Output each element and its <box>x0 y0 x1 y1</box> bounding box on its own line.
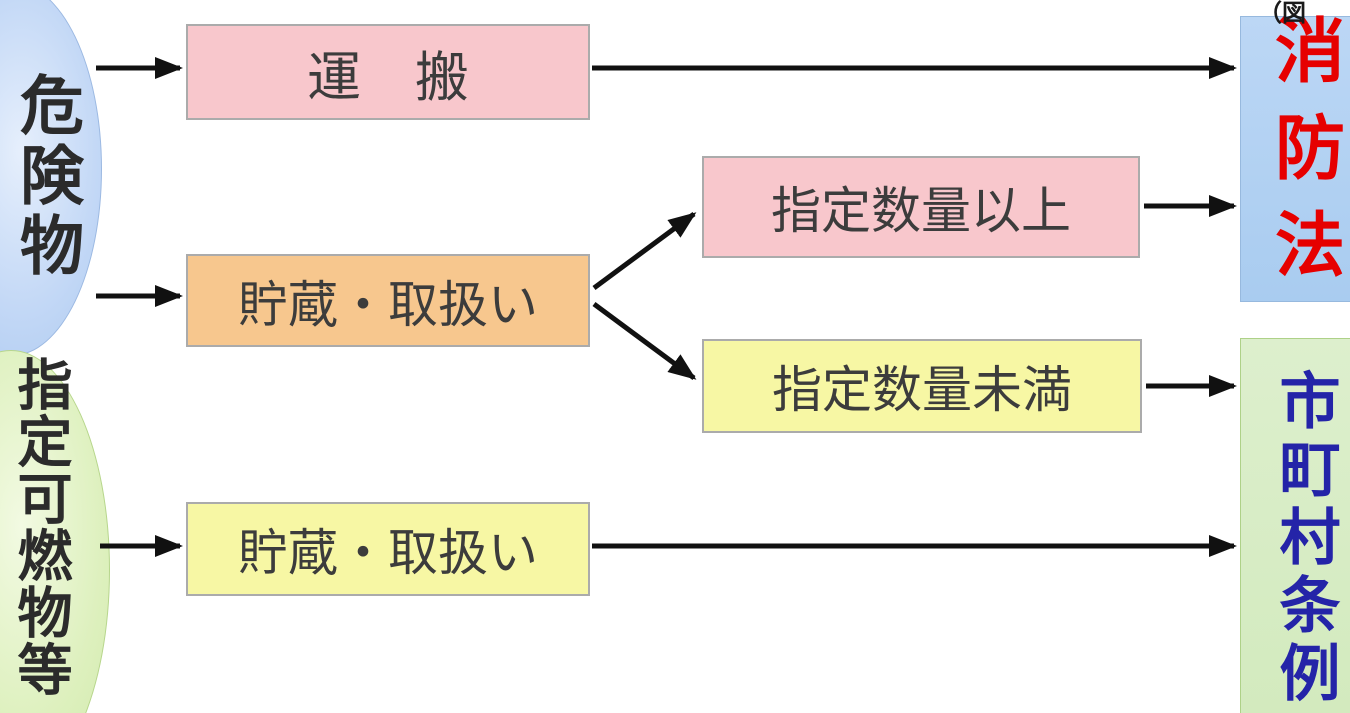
node-storage-handling-combustible: 貯蔵・取扱い <box>186 502 590 596</box>
node-municipal-ordinance: 市町村条例 <box>1240 338 1350 713</box>
node-above-designated-quantity: 指定数量以上 <box>702 156 1140 258</box>
node-transport-label: 運 搬 <box>307 47 469 108</box>
figure-caption-partial: （図 <box>1258 0 1306 27</box>
node-municipal-ordinance-label: 市町村条例 <box>1270 369 1339 709</box>
node-transport: 運 搬 <box>186 24 590 120</box>
node-above-designated-quantity-label: 指定数量以上 <box>771 183 1071 239</box>
node-fire-service-law-label: 消防法 <box>1265 13 1344 305</box>
arrow-storage-to-below-quantity <box>592 301 697 381</box>
node-hazardous-materials-label: 危険物 <box>11 72 83 282</box>
arrow-storage-to-above-quantity <box>592 211 697 291</box>
node-storage-handling-hazmat: 貯蔵・取扱い <box>186 254 590 347</box>
node-designated-combustibles-label: 指定可燃物等 <box>9 356 71 698</box>
node-storage-handling-hazmat-label: 貯蔵・取扱い <box>238 276 538 333</box>
node-below-designated-quantity: 指定数量未満 <box>702 339 1142 433</box>
node-fire-service-law: 消防法 <box>1240 13 1350 305</box>
node-storage-handling-combustible-label: 貯蔵・取扱い <box>238 525 538 581</box>
node-below-designated-quantity-label: 指定数量未満 <box>772 362 1072 418</box>
